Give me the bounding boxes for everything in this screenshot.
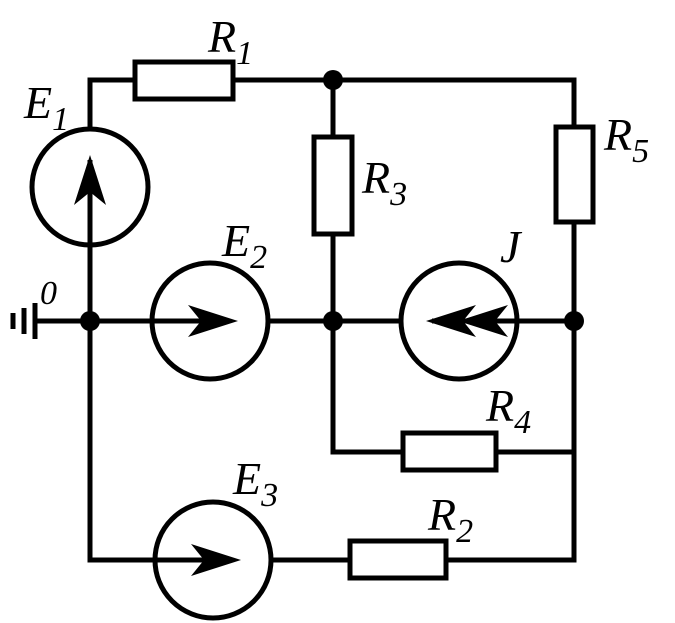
- label-r1: R1: [207, 11, 253, 72]
- resistor-r1: [132, 59, 236, 102]
- source-e2: [149, 260, 271, 382]
- label-r2: R2: [427, 489, 473, 550]
- junction-node-ground: [80, 311, 100, 331]
- label-r5: R5: [603, 109, 649, 170]
- label-ground-node: 0: [40, 275, 57, 312]
- junction-node-middle: [323, 311, 343, 331]
- label-e1: E1: [23, 77, 69, 138]
- resistor-r5: [553, 124, 596, 225]
- label-r4: R4: [485, 380, 531, 441]
- resistor-r3: [311, 134, 355, 237]
- label-e2: E2: [221, 215, 267, 276]
- label-e3: E3: [232, 453, 278, 514]
- wires: [34, 77, 577, 563]
- resistor-r2: [347, 538, 449, 581]
- current-source-j: [398, 260, 520, 382]
- label-r3: R3: [361, 152, 407, 213]
- source-e3: [152, 499, 274, 621]
- junction-node-top: [323, 70, 343, 90]
- ground-symbol: [10, 303, 38, 339]
- label-j: J: [500, 221, 523, 272]
- resistor-r4: [400, 430, 499, 473]
- junction-node-right: [564, 311, 584, 331]
- source-e1: [29, 126, 151, 248]
